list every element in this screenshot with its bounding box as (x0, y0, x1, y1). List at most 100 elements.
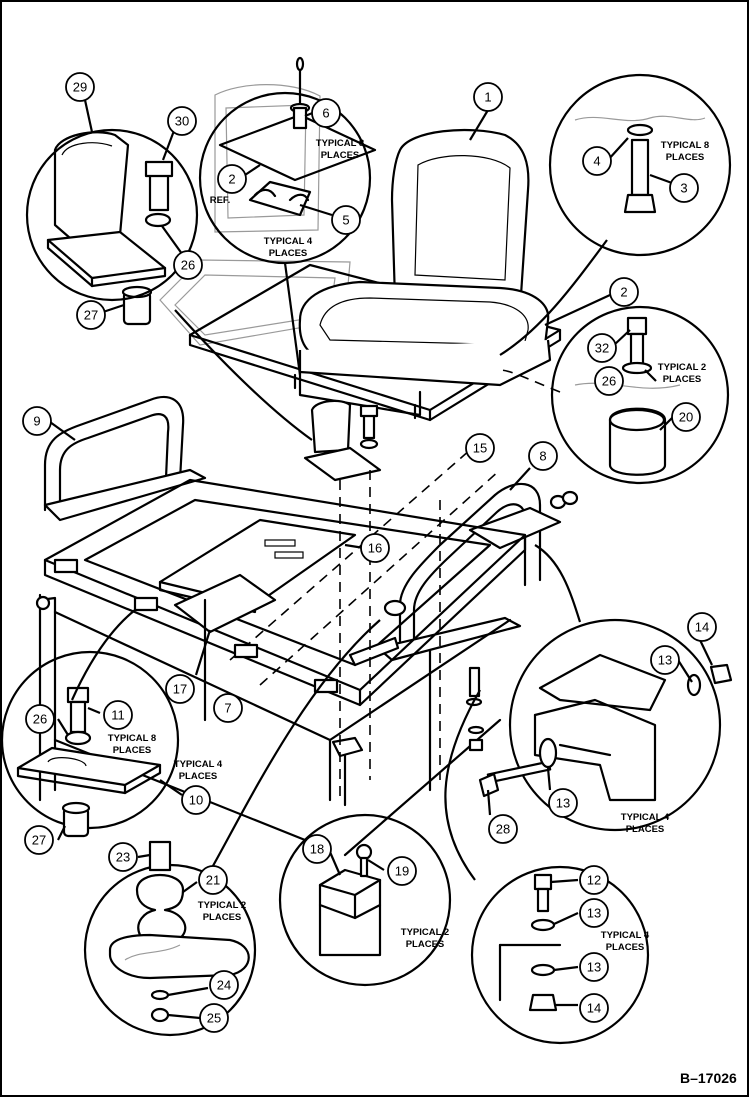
svg-text:15: 15 (473, 441, 487, 456)
base-frame (35, 449, 527, 857)
svg-text:PLACES: PLACES (269, 248, 308, 259)
svg-text:26: 26 (602, 374, 616, 389)
svg-text:2: 2 (620, 285, 627, 300)
callout-17: 17 (165, 674, 195, 704)
note-typical-4-d: TYPICAL 4 (601, 930, 650, 941)
leader-lines (49, 99, 713, 1020)
svg-text:9: 9 (33, 414, 40, 429)
callout-23: 23 (108, 842, 138, 872)
svg-text:13: 13 (556, 796, 570, 811)
svg-text:23: 23 (116, 850, 130, 865)
svg-text:13: 13 (587, 960, 601, 975)
callout-3: 3 (669, 173, 699, 203)
svg-text:13: 13 (658, 653, 672, 668)
note-typical-2-a: TYPICAL 2 (658, 362, 706, 373)
svg-text:10: 10 (189, 793, 203, 808)
callout-8: 8 (528, 441, 558, 471)
callout-15: 15 (465, 433, 495, 463)
left-handrail (43, 395, 207, 522)
detail-bolt-stack (498, 873, 562, 1012)
svg-text:27: 27 (32, 833, 46, 848)
svg-text:24: 24 (217, 978, 231, 993)
svg-text:7: 7 (224, 701, 231, 716)
callout-2: 2 (217, 164, 247, 194)
svg-text:18: 18 (310, 842, 324, 857)
svg-text:25: 25 (207, 1011, 221, 1026)
callout-24: 24 (209, 970, 239, 1000)
callout-13c: 13 (579, 898, 609, 928)
figure-id: B–17026 (680, 1070, 737, 1086)
note-typical-4-b: TYPICAL 4 (174, 759, 223, 770)
callout-26b: 26 (594, 366, 624, 396)
callout-26: 26 (173, 250, 203, 280)
detail-mount (108, 840, 250, 1023)
svg-text:14: 14 (695, 620, 709, 635)
svg-text:1: 1 (484, 90, 491, 105)
svg-text:PLACES: PLACES (606, 942, 645, 953)
seat (298, 128, 552, 417)
svg-text:PLACES: PLACES (113, 745, 152, 756)
svg-text:26: 26 (33, 712, 47, 727)
callout-5: 5 (331, 205, 361, 235)
svg-text:26: 26 (181, 258, 195, 273)
callout-19: 19 (387, 856, 417, 886)
callout-13b: 13 (548, 788, 578, 818)
svg-text:30: 30 (175, 114, 189, 129)
callout-27b: 27 (24, 825, 54, 855)
svg-text:2: 2 (228, 172, 235, 187)
callout-28: 28 (488, 814, 518, 844)
callout-18: 18 (302, 834, 332, 864)
callout-30: 30 (167, 106, 197, 136)
callout-6: 6 (311, 98, 341, 128)
callout-14b: 14 (579, 993, 609, 1023)
svg-text:PLACES: PLACES (179, 771, 218, 782)
detail-rivet-clip (218, 56, 377, 217)
svg-text:14: 14 (587, 1001, 601, 1016)
callout-14: 14 (687, 612, 717, 642)
callout-32: 32 (587, 333, 617, 363)
detail-corner-cap (318, 843, 382, 957)
svg-text:PLACES: PLACES (666, 152, 705, 163)
note-ref: REF. (210, 195, 231, 206)
svg-text:PLACES: PLACES (663, 374, 702, 385)
callout-13d: 13 (579, 952, 609, 982)
callout-21: 21 (198, 865, 228, 895)
callout-9: 9 (22, 406, 52, 436)
svg-text:5: 5 (342, 213, 349, 228)
svg-text:PLACES: PLACES (406, 939, 445, 950)
note-typical-4-a: TYPICAL 4 (264, 236, 313, 247)
callout-balloons: 29 30 26 27 6 2 5 1 4 3 2 32 26 20 9 15 … (22, 72, 717, 1033)
svg-text:17: 17 (173, 682, 187, 697)
svg-text:PLACES: PLACES (626, 824, 665, 835)
note-typical-2-b: TYPICAL 2 (198, 900, 246, 911)
detail-isolator (574, 316, 681, 476)
center-bracket (303, 399, 441, 800)
svg-text:11: 11 (111, 708, 125, 723)
callout-20: 20 (671, 402, 701, 432)
detail-plate-isolator (16, 686, 162, 838)
svg-text:20: 20 (679, 410, 693, 425)
callout-16: 16 (360, 533, 390, 563)
right-handrail (376, 482, 562, 662)
callout-1: 1 (473, 82, 503, 112)
callout-13a: 13 (650, 645, 680, 675)
callout-10: 10 (181, 785, 211, 815)
callout-12: 12 (579, 865, 609, 895)
callout-25: 25 (199, 1003, 229, 1033)
note-typical-2-c: TYPICAL 2 (401, 927, 449, 938)
svg-text:28: 28 (496, 822, 510, 837)
callout-26c: 26 (25, 704, 55, 734)
detail-bolt-washer (574, 115, 706, 214)
callout-29: 29 (65, 72, 95, 102)
svg-text:29: 29 (73, 80, 87, 95)
callout-11: 11 (103, 700, 133, 730)
svg-text:32: 32 (595, 341, 609, 356)
svg-text:8: 8 (539, 449, 546, 464)
svg-text:16: 16 (368, 541, 382, 556)
callout-7: 7 (213, 693, 243, 723)
svg-text:21: 21 (206, 873, 220, 888)
callout-27: 27 (76, 300, 106, 330)
svg-text:4: 4 (593, 154, 600, 169)
svg-text:13: 13 (587, 906, 601, 921)
